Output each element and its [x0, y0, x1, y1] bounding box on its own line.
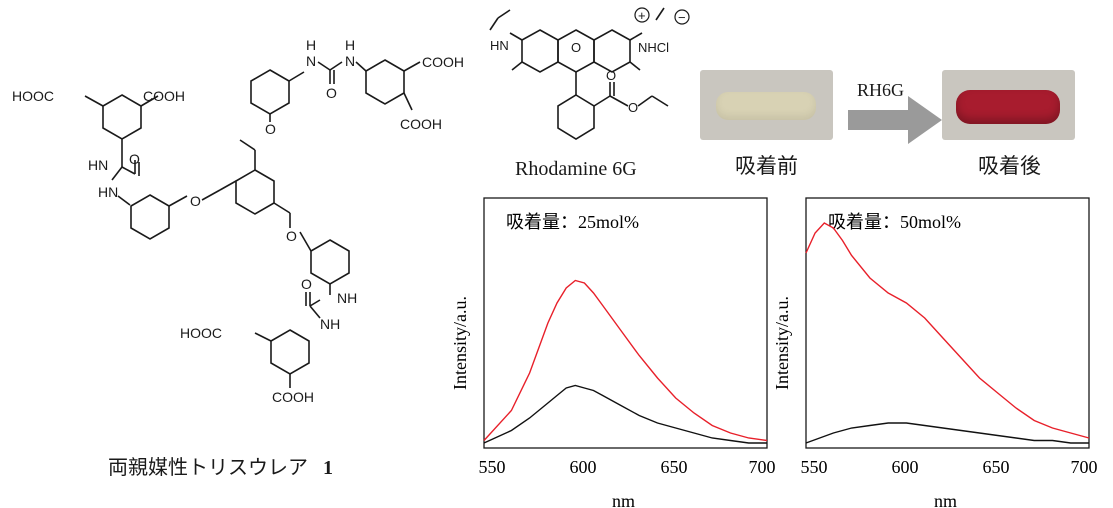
rhodamine-structure: O HN NHCl + − O O	[489, 7, 690, 140]
y-axis-label: Intensity/a.u.	[772, 296, 792, 390]
rhodamine-ring-oxygen: O	[571, 40, 581, 55]
spectrum-line	[483, 384, 767, 444]
group-cooh-top-left: COOH	[143, 88, 185, 104]
spectrum-line	[805, 422, 1089, 444]
molecule-number: 1	[323, 457, 333, 479]
rhodamine-ester-oxygen: O	[628, 100, 638, 115]
amide-nitrogen-b: N	[345, 53, 355, 69]
molecule-label: 両親媒性トリスウレア	[108, 457, 308, 479]
arrow-label: RH6G	[857, 80, 905, 100]
spectrum-line	[805, 222, 1090, 439]
x-axis-label: nm	[612, 491, 635, 508]
chart-annotation: 吸着量：50mol%	[828, 212, 961, 232]
x-axis-label: nm	[934, 491, 957, 508]
x-tick-label: 550	[801, 457, 828, 477]
ether-oxygen-top: O	[265, 121, 276, 137]
urea-oxygen-bottom: O	[301, 276, 312, 292]
rhodamine-hn: HN	[490, 38, 509, 53]
x-tick-label: 700	[749, 457, 776, 477]
x-tick-label: 650	[661, 457, 688, 477]
x-tick-label: 700	[1071, 457, 1098, 477]
group-hn-left-2: HN	[98, 184, 118, 200]
chart-25mol: 吸着量：25mol% Intensity/a.u. nm 550 600 650…	[450, 197, 776, 508]
tris-urea-structure: HOOC COOH O HN HN O O O H N H N O COOH C…	[12, 37, 464, 405]
ether-oxygen-right: O	[286, 228, 297, 244]
before-adsorption-vial	[700, 70, 833, 140]
chart-frame	[483, 197, 768, 449]
x-tick-label: 600	[570, 457, 597, 477]
group-hooc-bottom: HOOC	[180, 325, 222, 341]
vial-content-before	[716, 92, 816, 120]
spectrum-line	[483, 279, 768, 442]
ether-oxygen-left: O	[190, 193, 201, 209]
rhodamine-name: Rhodamine 6G	[515, 158, 637, 180]
rhodamine-minus: −	[678, 10, 686, 25]
group-nh-2: NH	[320, 316, 340, 332]
group-hooc-top-left: HOOC	[12, 88, 54, 104]
group-nh-1: NH	[337, 290, 357, 306]
vial-content-after	[956, 90, 1060, 124]
amide-hydrogen-a: H	[306, 37, 316, 53]
rhodamine-plus: +	[638, 8, 646, 23]
urea-oxygen-top: O	[326, 85, 337, 101]
group-cooh-bottom: COOH	[272, 389, 314, 405]
amide-hydrogen-b: H	[345, 37, 355, 53]
adsorption-arrow	[848, 96, 942, 144]
urea-oxygen-left: O	[129, 151, 140, 167]
x-tick-label: 550	[479, 457, 506, 477]
after-label: 吸着後	[978, 154, 1041, 178]
chart-annotation: 吸着量：25mol%	[506, 212, 639, 232]
x-tick-label: 600	[892, 457, 919, 477]
molecule-caption: 両親媒性トリスウレア 1	[108, 451, 333, 480]
y-axis-label: Intensity/a.u.	[450, 296, 470, 390]
after-adsorption-vial	[942, 70, 1075, 140]
rhodamine-carbonyl-oxygen: O	[606, 68, 616, 83]
group-cooh-mid-right: COOH	[400, 116, 442, 132]
group-cooh-top-right: COOH	[422, 54, 464, 70]
chart-50mol: 吸着量：50mol% Intensity/a.u. nm 550 600 650…	[772, 197, 1098, 508]
group-hn-left-1: HN	[88, 157, 108, 173]
rhodamine-nhcl: NHCl	[638, 40, 669, 55]
x-tick-label: 650	[983, 457, 1010, 477]
chart-frame	[805, 197, 1090, 449]
before-label: 吸着前	[735, 154, 798, 178]
amide-nitrogen-a: N	[306, 53, 316, 69]
